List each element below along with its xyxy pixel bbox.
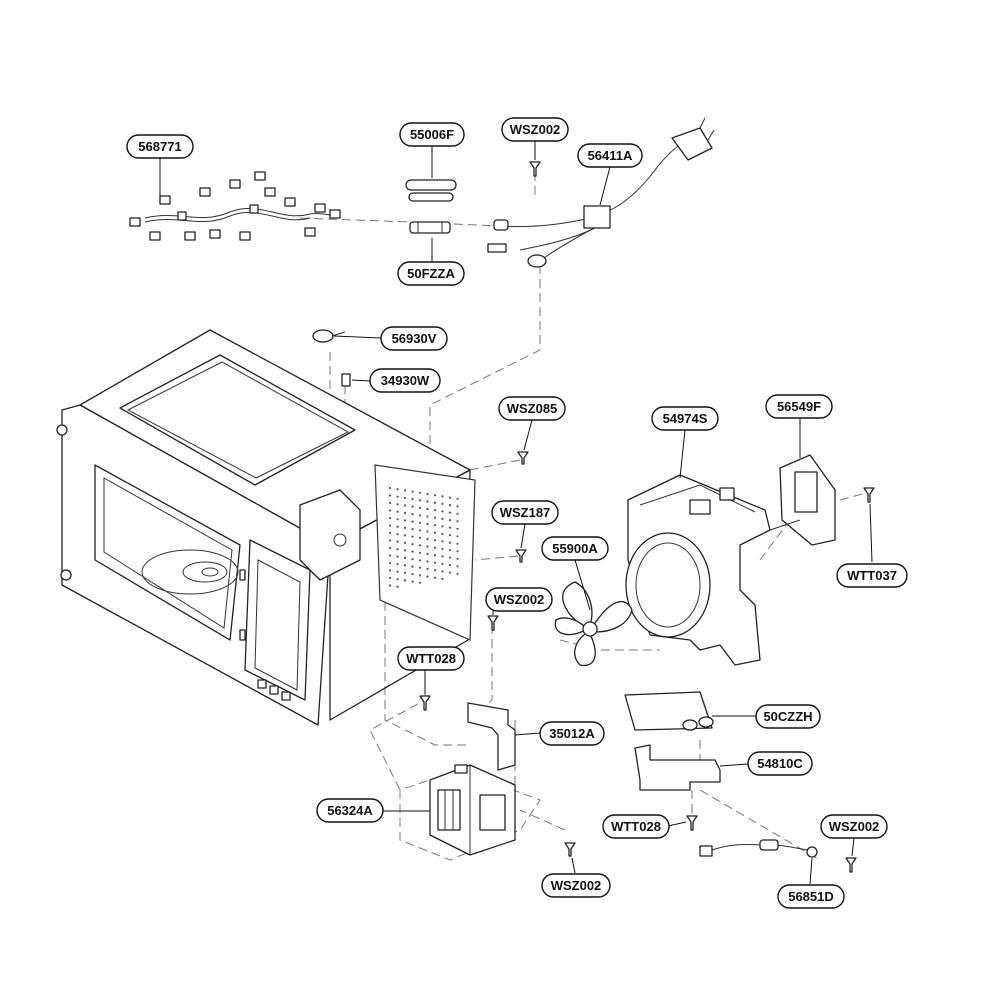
screw-037 xyxy=(863,487,875,503)
label-fan-motor-text: 56549F xyxy=(777,399,821,414)
label-screw-mid: WSZ002 xyxy=(485,587,553,612)
label-cap-bracket: 54810C xyxy=(747,751,813,776)
power-cord-part xyxy=(487,117,715,268)
label-fuse-clip: 55006F xyxy=(399,122,465,147)
label-screw-085-text: WSZ085 xyxy=(507,401,558,416)
label-thermostat: 56930V xyxy=(380,326,448,351)
label-bracket-text: 35012A xyxy=(549,726,595,741)
diode-part xyxy=(699,839,818,858)
fan-blade-part xyxy=(554,581,633,667)
label-screw-top-text: WSZ002 xyxy=(510,122,561,137)
label-magnetron: 56324A xyxy=(316,798,384,823)
label-fan-duct: 54974S xyxy=(651,406,719,431)
fuse-clip-part xyxy=(405,179,457,202)
screw-028a xyxy=(419,695,431,711)
label-screw-028a: WTT028 xyxy=(397,646,465,671)
fan-motor-part xyxy=(769,454,836,546)
label-capacitor-text: 50CZZH xyxy=(763,709,812,724)
label-cap-bracket-text: 54810C xyxy=(757,756,803,771)
label-diode-text: 56851D xyxy=(788,889,834,904)
screw-bottom xyxy=(564,842,576,857)
label-fuse: 50FZZA xyxy=(397,261,465,286)
wiring-harness-part xyxy=(129,171,341,241)
label-capacitor: 50CZZH xyxy=(755,704,821,729)
label-fan-blade-text: 55900A xyxy=(552,541,598,556)
label-screw-right-text: WSZ002 xyxy=(829,819,880,834)
label-fuse-text: 50FZZA xyxy=(407,266,455,281)
thermostat-part xyxy=(312,329,346,343)
label-fan-blade: 55900A xyxy=(541,536,609,561)
fan-duct-part xyxy=(625,474,771,666)
label-fuse-clip-text: 55006F xyxy=(410,127,454,142)
label-harness-text: 568771 xyxy=(138,139,181,154)
label-screw-top: WSZ002 xyxy=(501,117,569,142)
label-bracket: 35012A xyxy=(539,721,605,746)
label-screw-028b-text: WTT028 xyxy=(611,819,661,834)
label-screw-085: WSZ085 xyxy=(498,396,566,421)
screw-top xyxy=(529,161,541,177)
label-screw-037: WTT037 xyxy=(836,563,908,588)
label-screw-028b: WTT028 xyxy=(602,814,670,839)
label-thermo-bracket: 34930W xyxy=(369,368,441,393)
screw-187 xyxy=(515,549,527,563)
label-screw-mid-text: WSZ002 xyxy=(494,592,545,607)
screw-085 xyxy=(517,451,529,465)
fuse-part xyxy=(409,221,451,234)
side-grille-panel xyxy=(374,464,476,641)
label-diode: 56851D xyxy=(777,884,845,909)
microwave-cavity-part xyxy=(56,329,471,726)
label-screw-right: WSZ002 xyxy=(820,814,888,839)
label-power-cord: 56411A xyxy=(577,143,643,168)
label-screw-187-text: WSZ187 xyxy=(500,505,551,520)
label-screw-bottom-text: WSZ002 xyxy=(551,878,602,893)
label-fan-duct-text: 54974S xyxy=(663,411,708,426)
screw-parts xyxy=(419,161,875,873)
screw-mid xyxy=(487,615,499,631)
thermostat-bracket-part xyxy=(341,373,351,387)
label-thermostat-text: 56930V xyxy=(392,331,437,346)
magnetron-part xyxy=(429,764,516,856)
leader-lines xyxy=(159,141,873,885)
capacitor-part xyxy=(624,691,714,731)
label-harness: 568771 xyxy=(126,134,194,159)
label-power-cord-text: 56411A xyxy=(588,148,633,163)
label-screw-028a-text: WTT028 xyxy=(406,651,456,666)
label-thermo-bracket-text: 34930W xyxy=(381,373,430,388)
capacitor-bracket-part xyxy=(634,744,721,791)
label-magnetron-text: 56324A xyxy=(327,803,373,818)
bracket-part xyxy=(467,702,516,771)
screw-028b xyxy=(686,815,698,831)
label-screw-037-text: WTT037 xyxy=(847,568,897,583)
label-screw-187: WSZ187 xyxy=(491,500,559,525)
label-screw-bottom: WSZ002 xyxy=(541,873,611,898)
label-fan-motor: 56549F xyxy=(765,394,833,419)
screw-right xyxy=(845,857,857,873)
